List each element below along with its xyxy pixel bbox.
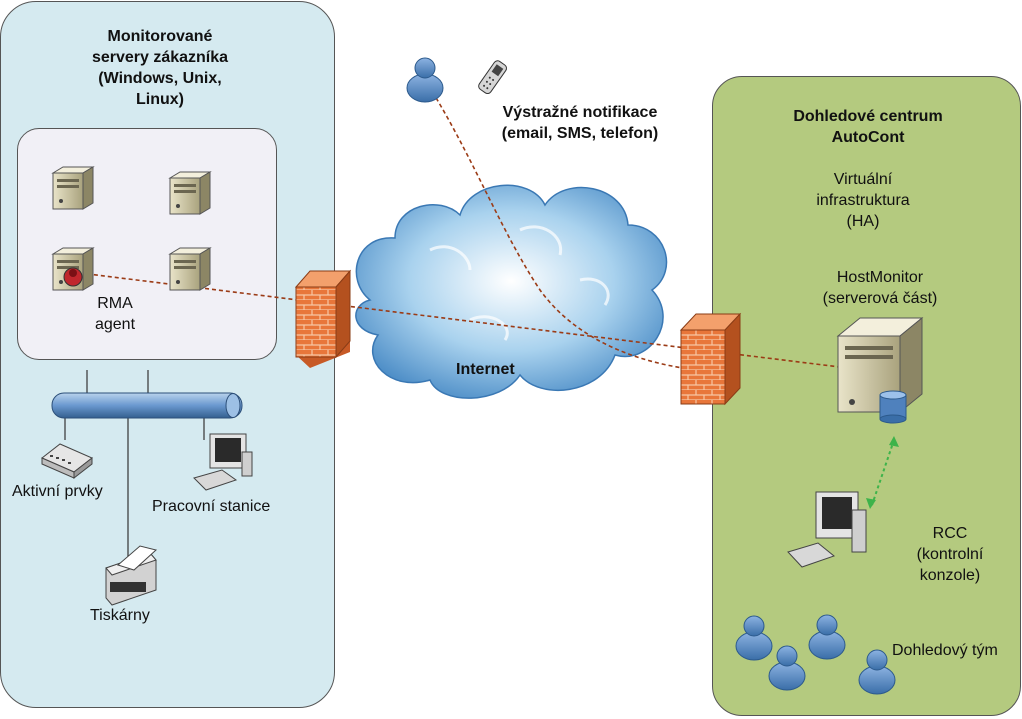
hostmonitor-line: (serverová část) xyxy=(822,290,938,307)
team-member-icon xyxy=(735,615,773,661)
rma-line: RMA xyxy=(97,295,133,312)
title-line: Linux) xyxy=(136,91,184,108)
database-icon xyxy=(879,390,907,424)
server-icon xyxy=(52,166,94,210)
rma-line: agent xyxy=(94,316,136,333)
title-line: AutoCont xyxy=(831,129,905,146)
team-member-icon xyxy=(768,645,806,691)
virtual-line: (HA) xyxy=(846,213,880,230)
notifications-line: (email, SMS, telefon) xyxy=(501,125,659,142)
hostmonitor-label: HostMonitor (serverová část) xyxy=(800,267,960,309)
server-icon xyxy=(169,171,211,215)
internet-label: Internet xyxy=(456,361,515,378)
notifications-line: Výstražné notifikace xyxy=(502,104,658,121)
printers-label: Tiskárny xyxy=(90,607,150,624)
workstations-label: Pracovní stanice xyxy=(152,498,271,515)
sync-line xyxy=(866,436,899,509)
title-line: (Windows, Unix, xyxy=(98,70,222,87)
active-devices-label: Aktivní prvky xyxy=(12,483,103,500)
team-member-icon xyxy=(808,614,846,660)
mobile-phone-icon xyxy=(478,60,507,95)
firewall-right-icon xyxy=(679,312,742,406)
printer-icon xyxy=(105,545,158,606)
workstation-icon xyxy=(193,433,253,491)
connection-lines xyxy=(79,79,881,373)
server-group-box xyxy=(17,128,277,360)
internet-cloud xyxy=(355,184,668,399)
network-switch-icon xyxy=(41,443,93,480)
rma-agent-label: RMA agent xyxy=(90,293,140,335)
server-icon xyxy=(169,247,211,291)
virtual-infrastructure-label: Virtuální infrastruktura (HA) xyxy=(788,169,938,232)
rcc-console-icon xyxy=(787,491,867,568)
monitoring-team-label: Dohledový tým xyxy=(892,642,998,659)
hostmonitor-server-icon xyxy=(836,316,924,414)
team-member-icon xyxy=(858,649,896,695)
monitoring-center-title: Dohledové centrum AutoCont xyxy=(758,106,978,148)
rcc-line: RCC xyxy=(932,525,968,542)
virtual-line: Virtuální xyxy=(833,171,893,188)
rcc-label: RCC (kontrolní konzole) xyxy=(895,523,1005,586)
network-bus xyxy=(51,370,243,568)
title-line: Dohledové centrum xyxy=(793,108,943,125)
rma-agent-server-icon xyxy=(52,247,94,291)
rcc-line: konzole) xyxy=(919,567,981,584)
hostmonitor-line: HostMonitor xyxy=(836,269,924,286)
title-line: Monitorované xyxy=(107,28,213,45)
person-icon xyxy=(406,57,444,103)
virtual-line: infrastruktura xyxy=(816,192,910,209)
title-line: servery zákazníka xyxy=(91,49,229,66)
customer-servers-title: Monitorované servery zákazníka (Windows,… xyxy=(40,26,280,110)
rcc-line: (kontrolní xyxy=(916,546,984,563)
notifications-label: Výstražné notifikace (email, SMS, telefo… xyxy=(470,102,690,144)
firewall-left-icon xyxy=(294,269,352,368)
